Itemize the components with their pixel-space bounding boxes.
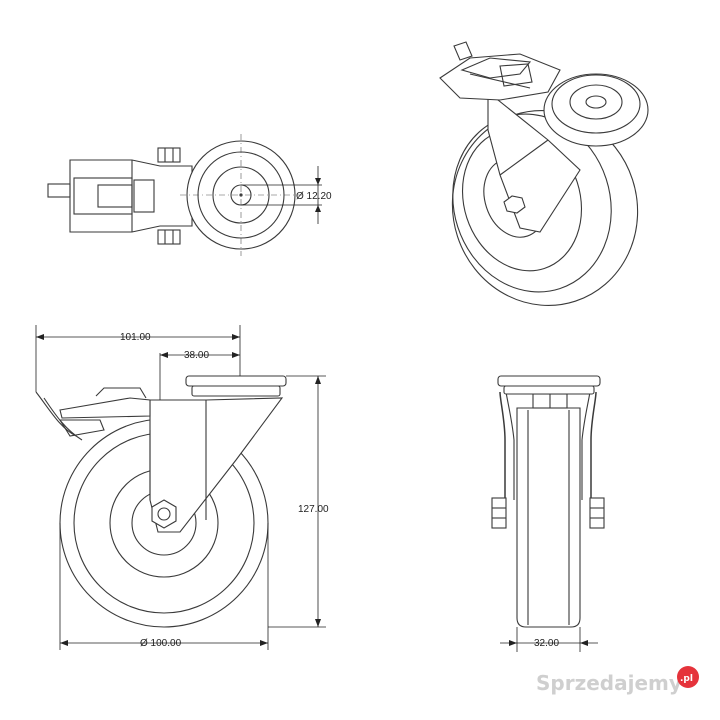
top-view: Ø 12.20 — [47, 134, 332, 256]
overall-length-label: 101.00 — [120, 332, 151, 343]
watermark-text: Sprzedajemy — [536, 671, 682, 695]
wheel-diameter-label: Ø 100.00 — [140, 638, 182, 649]
front-view: 32.00 — [491, 375, 605, 652]
offset-label: 38.00 — [184, 350, 209, 361]
bolt-hole-diameter-label: Ø 12.20 — [296, 191, 332, 202]
wheel-width-label: 32.00 — [534, 638, 559, 649]
height-label: 127.00 — [298, 504, 329, 515]
watermark-suffix: .pl — [680, 674, 693, 684]
watermark-logo: Sprzedajemy .pl — [536, 666, 699, 695]
watermark-badge-icon — [677, 666, 699, 688]
side-view: 101.00 38.00 127.00 Ø 100.00 — [35, 325, 329, 650]
isometric-view — [439, 41, 649, 306]
